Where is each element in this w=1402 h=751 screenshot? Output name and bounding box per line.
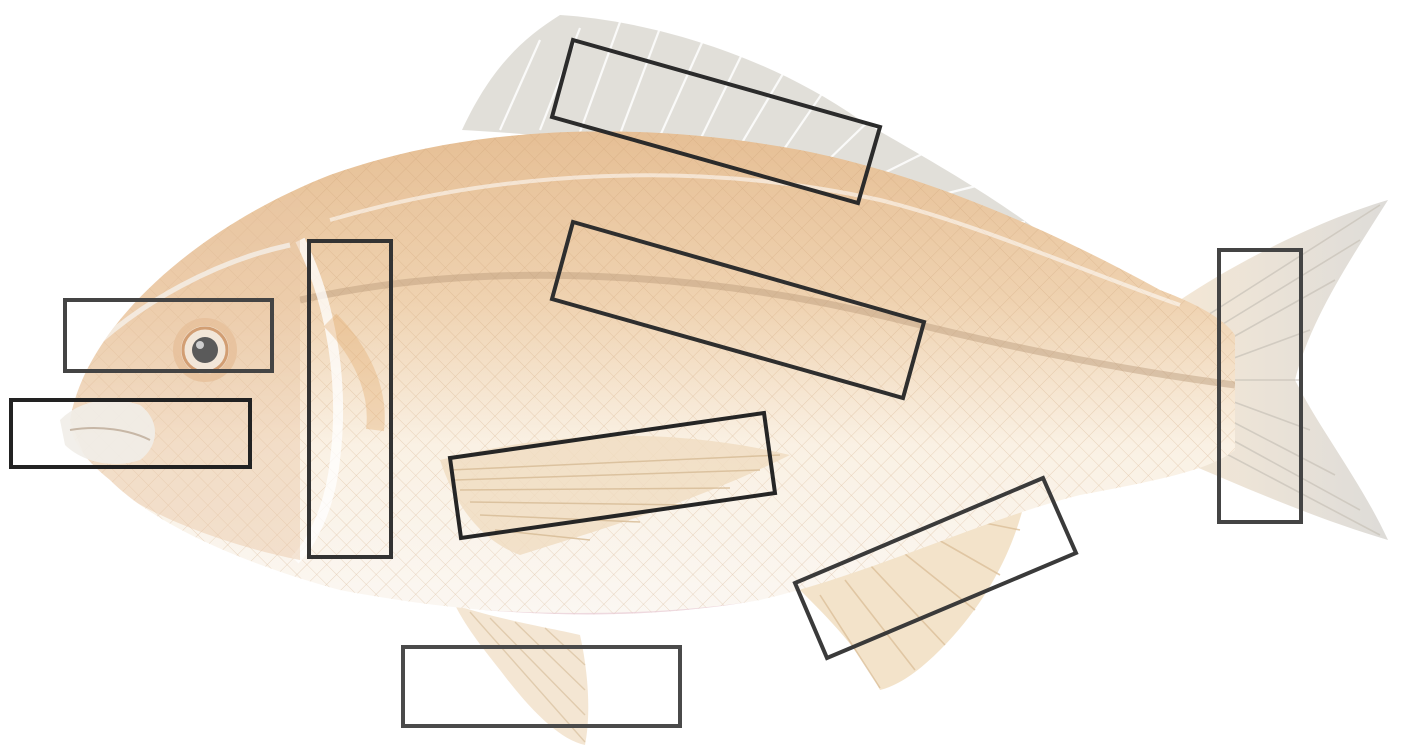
label-box-gill-cover[interactable] [309, 241, 391, 557]
label-box-caudal-fin[interactable] [1219, 250, 1301, 522]
label-box-anal-fin[interactable] [403, 647, 680, 726]
label-box-eye[interactable] [65, 300, 272, 371]
label-box-mouth[interactable] [11, 400, 250, 467]
